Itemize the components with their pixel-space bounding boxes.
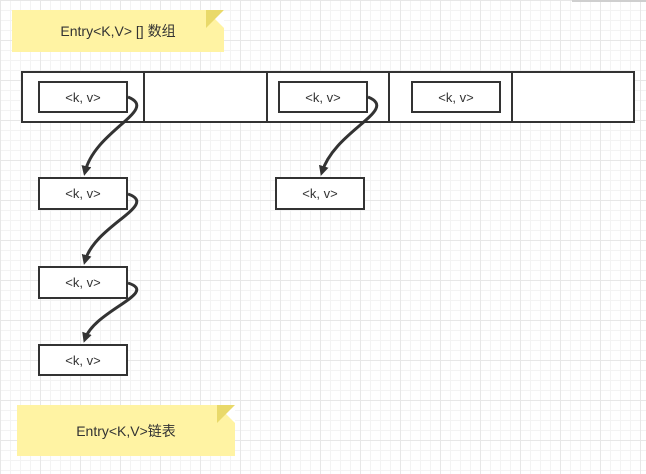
chain1-node-2: <k, v> bbox=[38, 266, 128, 299]
array-entry-1: <k, v> bbox=[38, 81, 128, 113]
chain1-node-1: <k, v> bbox=[38, 177, 128, 210]
chain2-node-1-label: <k, v> bbox=[302, 186, 338, 201]
chain2-node-1: <k, v> bbox=[275, 177, 365, 210]
array-divider-2 bbox=[266, 71, 268, 123]
note-fold-corner-2 bbox=[217, 405, 235, 423]
chain1-node-3: <k, v> bbox=[38, 344, 128, 376]
array-divider-4 bbox=[511, 71, 513, 123]
array-entry-3-label: <k, v> bbox=[305, 89, 341, 105]
chain1-node-2-label: <k, v> bbox=[65, 275, 101, 290]
note-fold-corner bbox=[206, 10, 224, 28]
array-entry-1-label: <k, v> bbox=[65, 89, 101, 105]
array-divider-3 bbox=[388, 71, 390, 123]
top-edge-line bbox=[572, 0, 646, 2]
array-entry-4: <k, v> bbox=[411, 81, 501, 113]
list-label-text: Entry<K,V>链表 bbox=[76, 422, 176, 439]
array-entry-4-label: <k, v> bbox=[438, 89, 474, 105]
array-label-text: Entry<K,V> [] 数组 bbox=[60, 23, 176, 39]
list-label-note: Entry<K,V>链表 bbox=[17, 405, 235, 456]
array-label-note: Entry<K,V> [] 数组 bbox=[12, 10, 224, 52]
chain1-node-1-label: <k, v> bbox=[65, 186, 101, 201]
chain1-node-3-label: <k, v> bbox=[65, 352, 101, 368]
array-divider-1 bbox=[143, 71, 145, 123]
array-entry-3: <k, v> bbox=[278, 81, 368, 113]
